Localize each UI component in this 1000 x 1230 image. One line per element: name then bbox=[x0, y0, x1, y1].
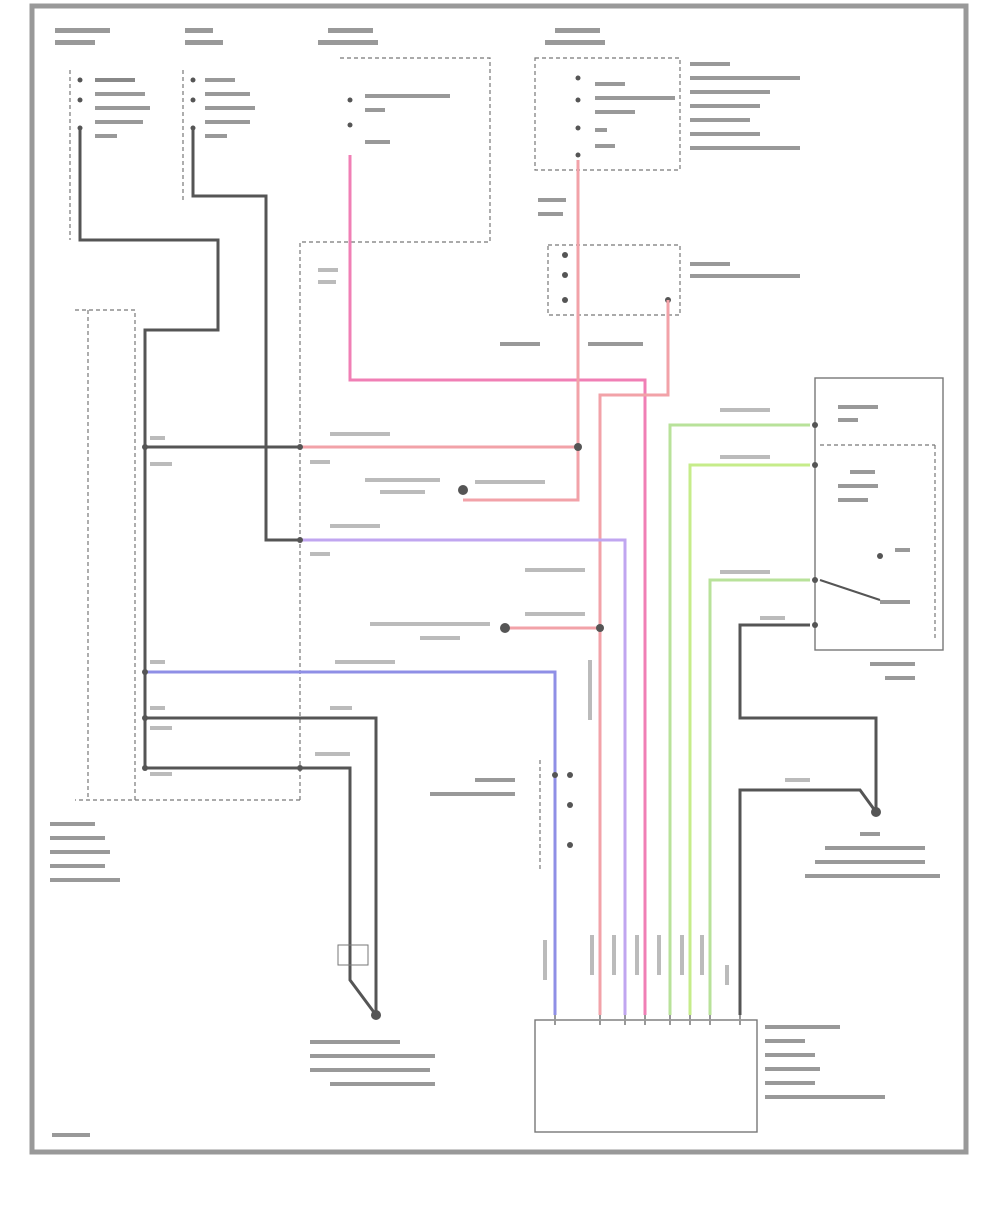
relay-box bbox=[547, 244, 681, 316]
green-wire-3 bbox=[708, 578, 810, 1015]
black-wire-ground bbox=[145, 716, 378, 1015]
fuse-block-right bbox=[545, 28, 800, 158]
module-pins bbox=[554, 1015, 741, 1025]
middle-connector bbox=[430, 760, 573, 870]
blue-wire bbox=[145, 670, 557, 1015]
wire-labels bbox=[150, 268, 810, 985]
red-wire-relay bbox=[463, 160, 580, 502]
violet-wire bbox=[300, 538, 627, 1015]
black-wire-ground2 bbox=[145, 766, 378, 1016]
black-wire-switch-ground bbox=[738, 623, 878, 810]
black-wire-left bbox=[78, 128, 220, 770]
black-wire-module-ground bbox=[738, 788, 878, 1015]
left-module-label bbox=[50, 822, 120, 882]
ground-label-right bbox=[805, 832, 940, 878]
center-fuse-box bbox=[299, 57, 491, 800]
left-module-box bbox=[75, 309, 136, 801]
diagram-frame bbox=[29, 3, 969, 1155]
fuse-block-center bbox=[318, 28, 450, 144]
junction-dots bbox=[142, 443, 881, 1020]
ground-connector-bottom bbox=[310, 944, 435, 1086]
pink-wire-main bbox=[348, 155, 647, 1015]
black-wire-mid bbox=[191, 128, 300, 542]
red-wire-down bbox=[598, 300, 670, 1015]
figure-number bbox=[52, 1133, 90, 1137]
green-wire-2 bbox=[688, 463, 810, 1015]
green-wire-1 bbox=[668, 423, 810, 1015]
switch-box bbox=[814, 377, 944, 651]
switch-internals bbox=[812, 405, 936, 680]
module-label bbox=[765, 1025, 885, 1099]
